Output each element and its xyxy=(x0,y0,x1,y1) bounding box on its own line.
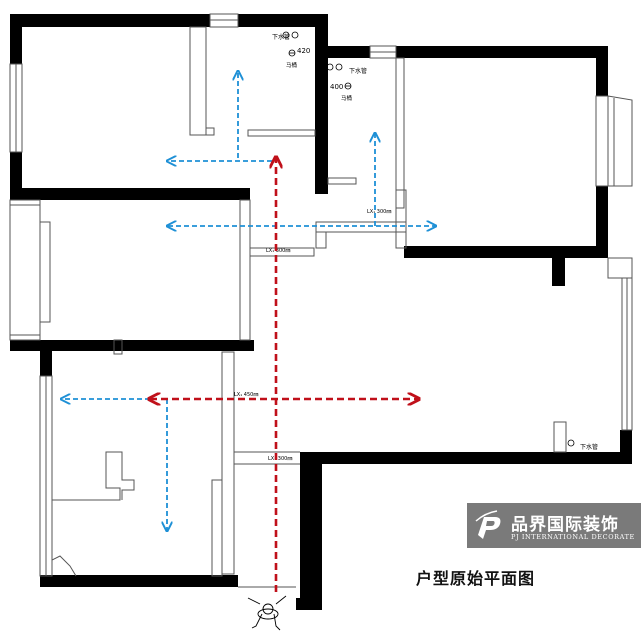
brand-logo: 品界国际装饰 PJ INTERNATIONAL DECORATE xyxy=(467,503,641,548)
fixtures xyxy=(282,31,575,447)
drain-pipe-icon xyxy=(282,31,290,39)
dimension-label: 420 xyxy=(297,47,310,55)
beam-label: LX₁ 450㎜ xyxy=(234,392,258,398)
walls xyxy=(10,14,632,610)
toilet-label: 马桶 xyxy=(286,61,298,69)
drain-label: 下水管 xyxy=(272,33,290,41)
drain-label: 下水管 xyxy=(349,67,367,75)
drain-pipe-icon xyxy=(326,63,334,71)
circulation-arrows xyxy=(62,72,435,530)
page-title: 户型原始平面图 xyxy=(416,569,536,588)
pj-logo-icon xyxy=(475,510,501,539)
brand-name-cn: 品界国际装饰 xyxy=(511,515,619,535)
beam-label: LX₁ 300㎜ xyxy=(266,248,290,254)
brand-name-en: PJ INTERNATIONAL DECORATE xyxy=(511,533,635,541)
main-axis-arrows xyxy=(150,158,418,592)
drain-pipe-icon xyxy=(567,439,575,447)
drain-pipe-icon xyxy=(291,31,299,39)
beam-label: LX₁ 300㎜ xyxy=(268,456,292,462)
beam-label: LX₁ 300㎜ xyxy=(367,209,391,215)
drain-pipe-icon xyxy=(335,63,343,71)
toilet-label: 马桶 xyxy=(341,94,353,102)
drain-label: 下水管 xyxy=(580,443,598,451)
dimension-label: 400 xyxy=(330,83,343,91)
person-walking-icon xyxy=(247,595,287,631)
thin-walls xyxy=(9,13,633,588)
